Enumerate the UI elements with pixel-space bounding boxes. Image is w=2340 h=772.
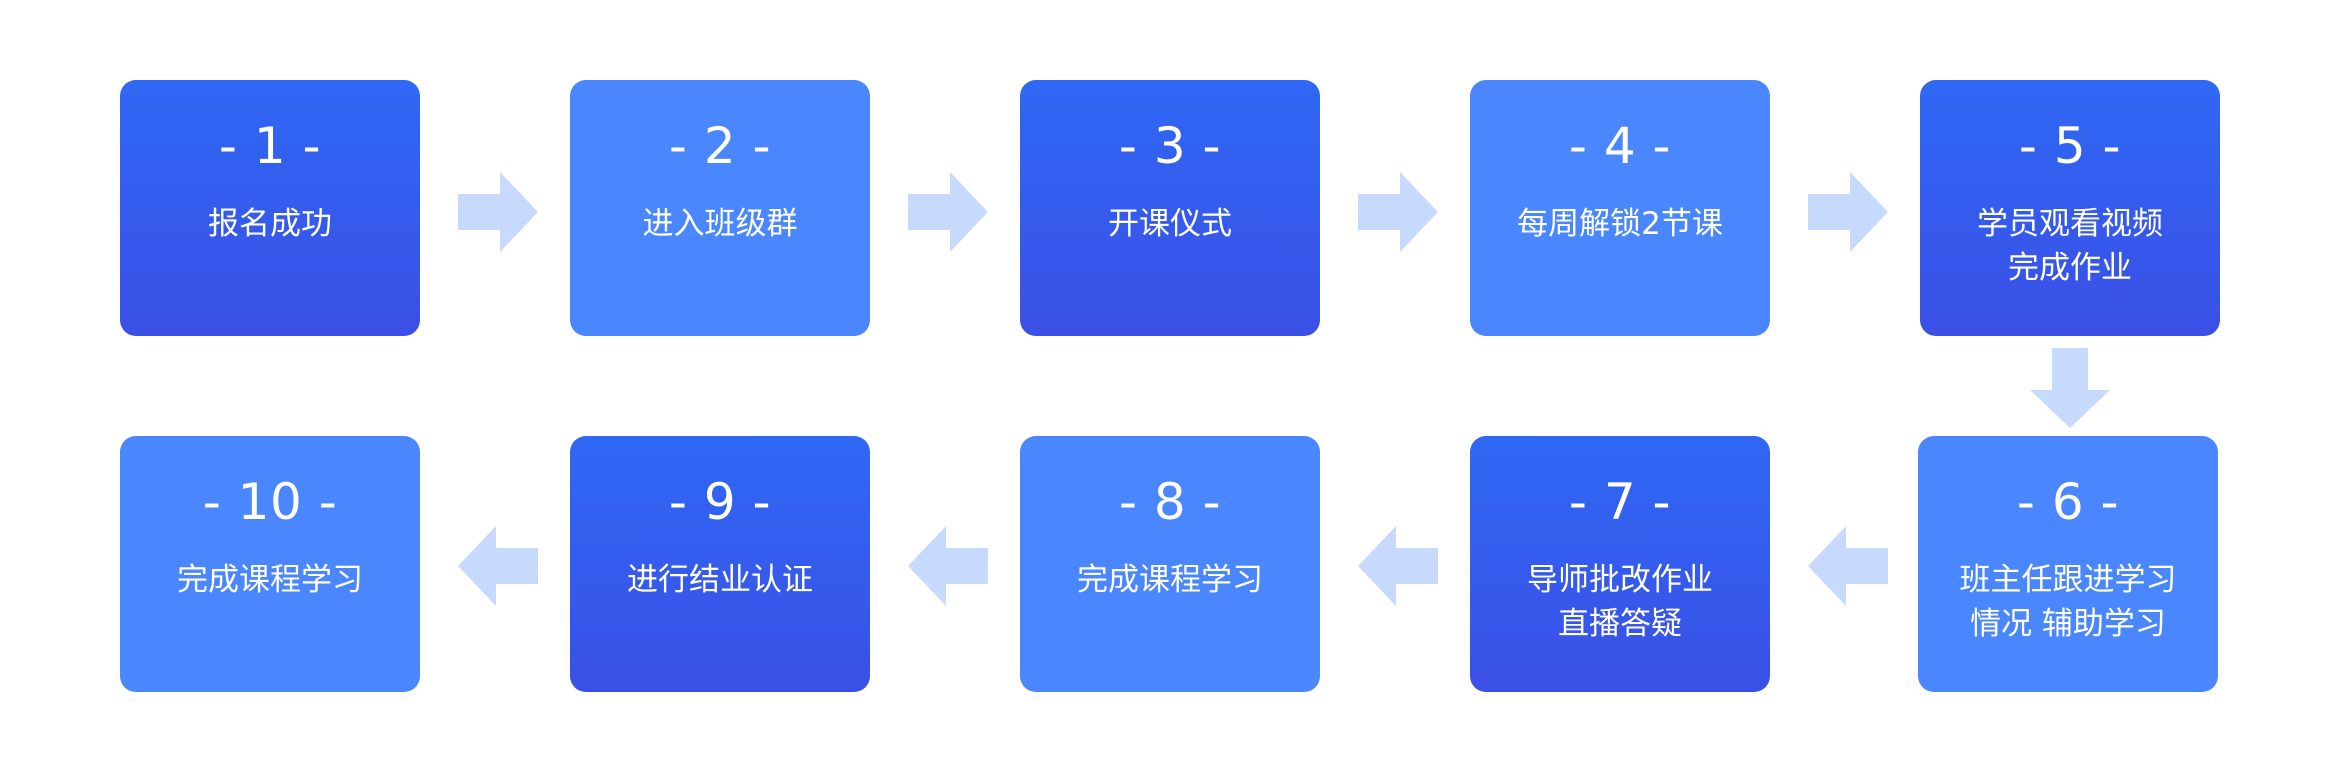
arrow-right-icon bbox=[458, 172, 538, 252]
step-3-box: - 3 - 开课仪式 bbox=[1020, 80, 1320, 336]
step-2-number: - 2 - bbox=[668, 117, 772, 175]
step-3-label: 开课仪式 bbox=[1108, 206, 1232, 242]
step-5-box: - 5 - 学员观看视频 完成作业 bbox=[1920, 80, 2220, 336]
step-9-label: 进行结业认证 bbox=[627, 562, 813, 598]
arrow-left-icon bbox=[458, 526, 538, 606]
arrow-right-icon bbox=[1358, 172, 1438, 252]
step-6-box: - 6 - 班主任跟进学习 情况 辅助学习 bbox=[1918, 436, 2218, 692]
step-7-label: 导师批改作业 直播答疑 bbox=[1527, 562, 1713, 642]
step-5-label: 学员观看视频 完成作业 bbox=[1977, 206, 2163, 286]
arrow-right-icon bbox=[908, 172, 988, 252]
step-7-number: - 7 - bbox=[1568, 473, 1672, 531]
step-4-box: - 4 - 每周解锁2节课 bbox=[1470, 80, 1770, 336]
step-4-label: 每周解锁2节课 bbox=[1517, 206, 1723, 242]
arrow-left-icon bbox=[1808, 526, 1888, 606]
step-10-box: - 10 - 完成课程学习 bbox=[120, 436, 420, 692]
step-8-box: - 8 - 完成课程学习 bbox=[1020, 436, 1320, 692]
step-6-label: 班主任跟进学习 情况 辅助学习 bbox=[1959, 562, 2177, 642]
arrow-right-icon bbox=[1808, 172, 1888, 252]
arrow-down-icon bbox=[2030, 348, 2110, 428]
step-5-number: - 5 - bbox=[2018, 117, 2122, 175]
step-7-box: - 7 - 导师批改作业 直播答疑 bbox=[1470, 436, 1770, 692]
step-6-number: - 6 - bbox=[2016, 473, 2120, 531]
step-8-label: 完成课程学习 bbox=[1077, 562, 1263, 598]
step-9-box: - 9 - 进行结业认证 bbox=[570, 436, 870, 692]
arrow-left-icon bbox=[908, 526, 988, 606]
step-9-number: - 9 - bbox=[668, 473, 772, 531]
step-10-label: 完成课程学习 bbox=[177, 562, 363, 598]
step-1-number: - 1 - bbox=[218, 117, 322, 175]
step-3-number: - 3 - bbox=[1118, 117, 1222, 175]
step-8-number: - 8 - bbox=[1118, 473, 1222, 531]
step-10-number: - 10 - bbox=[202, 473, 338, 531]
arrow-left-icon bbox=[1358, 526, 1438, 606]
step-1-box: - 1 - 报名成功 bbox=[120, 80, 420, 336]
step-2-box: - 2 - 进入班级群 bbox=[570, 80, 870, 336]
step-4-number: - 4 - bbox=[1568, 117, 1672, 175]
step-2-label: 进入班级群 bbox=[642, 206, 798, 242]
step-1-label: 报名成功 bbox=[208, 206, 332, 242]
